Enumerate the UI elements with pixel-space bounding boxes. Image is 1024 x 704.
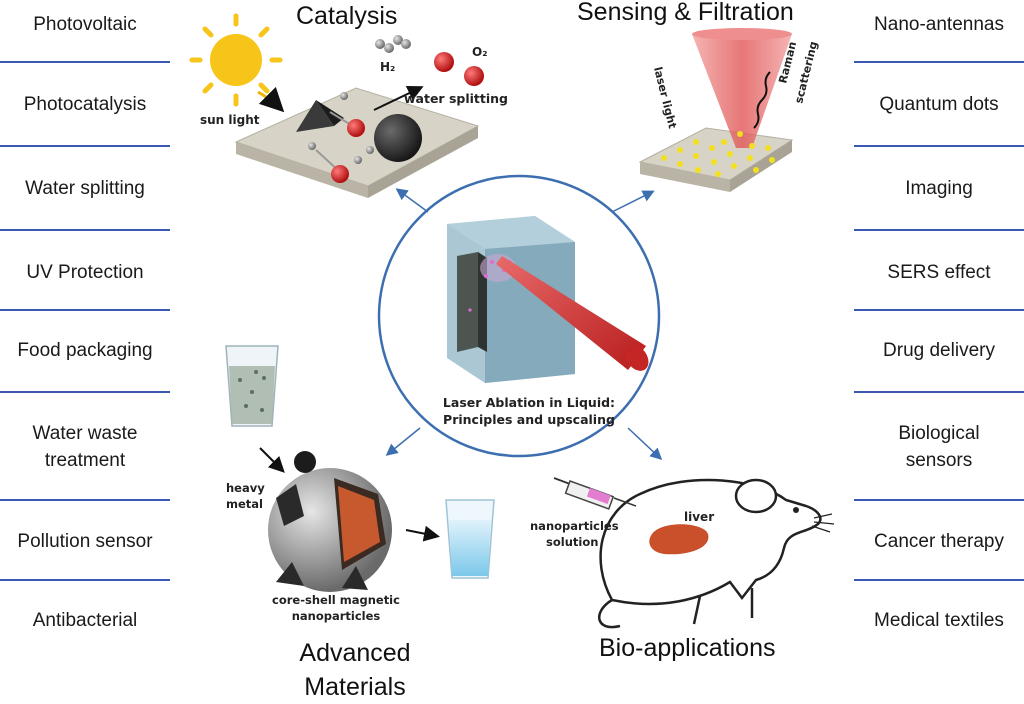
app-item: Imaging [905,177,973,199]
app-item: Photocatalysis [23,93,147,115]
divider [0,229,170,231]
app-item: Water waste treatment [32,423,138,471]
syringe-icon [553,477,637,510]
divider [0,61,170,63]
app-item: Biological sensors [898,423,980,471]
app-item: Antibacterial [32,609,138,631]
output-arrow [405,525,440,542]
sensing-scene: laser light Raman scattering [638,28,820,192]
center-caption-line1: Laser Ablation in Liquid: [443,395,615,410]
app-item: SERS effect [887,261,991,283]
target-plate [457,252,478,352]
app-item: Quantum dots [879,93,999,115]
heading-bio: Bio-applications [599,634,776,662]
divider [0,579,170,581]
divider [854,391,1024,393]
app-item: Food packaging [17,339,153,361]
process-circle [377,174,661,458]
o2-label: O₂ [472,45,487,59]
nanoparticles-label-2: solution [546,535,598,549]
bio-scene: liver nanoparticles solution [530,477,835,629]
core-shell-label-1: core-shell magnetic [272,593,400,607]
particle-core [338,486,380,562]
central-process: Laser Ablation in Liquid: Principles and… [377,174,663,461]
divider [0,309,170,311]
sun-light-label: sun light [200,113,260,127]
app-item: Nano-antennas [874,13,1004,35]
arrow-to-sensing [611,190,655,213]
core-shell-label-2: nanoparticles [292,609,381,623]
divider [854,309,1024,311]
app-item: Drug delivery [883,339,995,361]
sunlight-arrow [257,86,285,113]
input-arrow [259,447,285,473]
mouse-eye [793,507,799,513]
heading-sensing: Sensing & Filtration [577,0,794,26]
app-item: Pollution sensor [17,530,153,552]
arrow-to-catalysis [395,188,429,213]
divider [0,499,170,501]
mouse-body [599,478,822,606]
app-item: Water splitting [25,177,145,199]
h2-label: H₂ [380,60,395,74]
heavy-label: heavy [226,481,265,495]
catalyst-sphere [374,114,422,162]
arrow-to-bio [627,427,663,461]
heading-catalysis: Catalysis [296,2,398,30]
app-item: Medical textiles [874,609,1004,631]
app-item: Cancer therapy [874,530,1004,552]
advanced-materials-scene: heavy metal core-shell magnetic nanopart… [225,345,495,623]
divider [854,579,1024,581]
divider [854,145,1024,147]
metal-label: metal [226,497,263,511]
divider [854,499,1024,501]
app-item: UV Protection [26,261,144,283]
laser-light-label: laser light [651,66,679,130]
divider [854,229,1024,231]
dirty-water-glass [225,345,279,427]
catalysis-scene: sun light H₂ O₂ water splitting [189,13,508,198]
liver [649,524,709,555]
laser-cone [692,34,792,148]
liver-label: liver [684,510,714,524]
sun-icon [189,13,283,107]
divider [0,145,170,147]
app-item: Photovoltaic [33,13,137,35]
nanoparticles-label-1: nanoparticles [530,519,619,533]
divider [854,61,1024,63]
divider [0,391,170,393]
reaction-arrow [373,85,424,111]
mouse-ear [734,478,778,514]
mouse-tail [597,598,621,629]
laser-beam [496,256,646,370]
clean-water-glass [445,499,495,579]
water-splitting-label: water splitting [404,91,508,106]
pyramid-particle [296,100,334,132]
center-caption-line2: Principles and upscaling [443,412,615,427]
raman-wave [753,71,771,129]
arrow-to-advanced [385,427,421,456]
